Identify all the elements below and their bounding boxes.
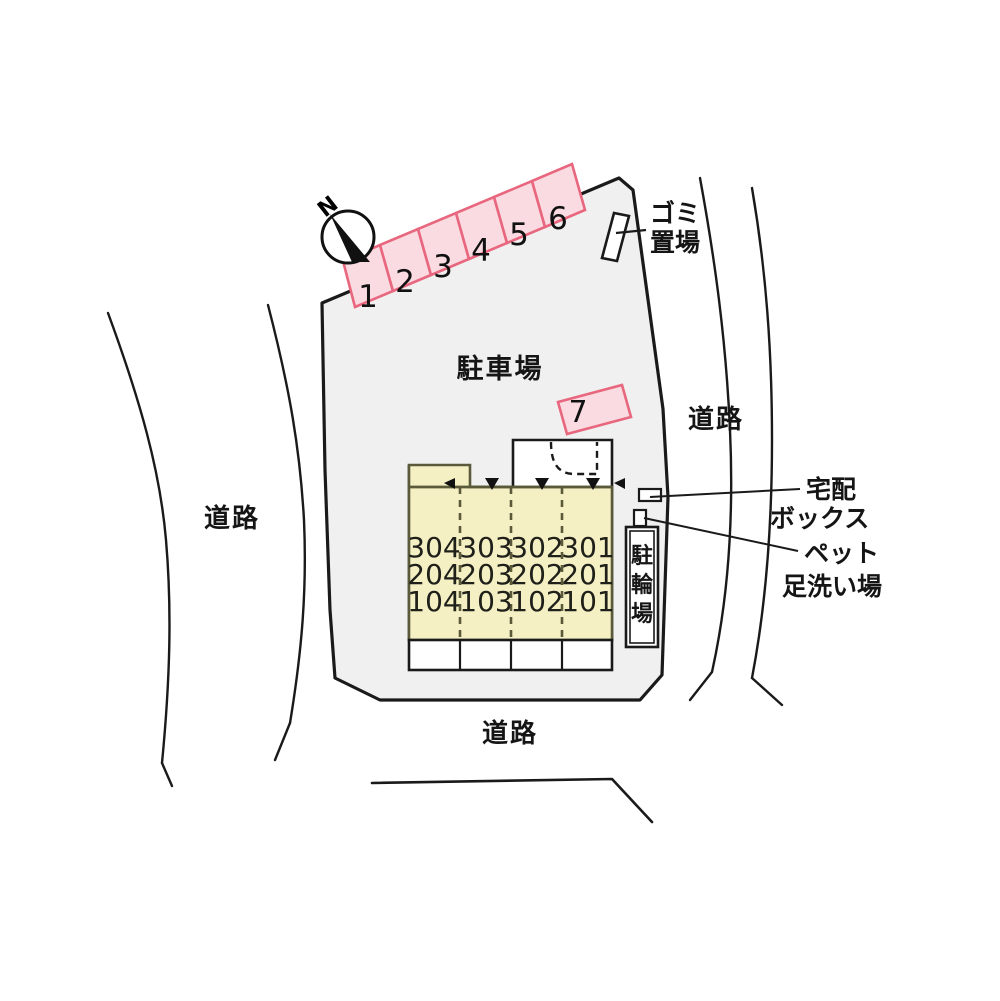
- trash-area-group[interactable]: ゴミ 置場: [600, 199, 700, 263]
- unit-204: 204: [407, 558, 460, 591]
- delivery-box-group[interactable]: 宅配 ボックス: [637, 475, 869, 533]
- west-road-outer-line: [106, 311, 171, 765]
- trash-label-line1: ゴミ: [650, 199, 700, 228]
- parking-stall-2-number: 2: [395, 264, 415, 300]
- bicycle-parking-char-1: 駐: [631, 543, 653, 569]
- parking-stall-7[interactable]: 7: [556, 383, 633, 436]
- east-road-outer-line: [750, 186, 774, 680]
- unit-203: 203: [459, 558, 512, 591]
- unit-302: 302: [510, 531, 563, 564]
- bicycle-parking-box-inner: [629, 530, 655, 644]
- parking-stall-6-number: 6: [548, 201, 568, 237]
- entrance-arrow-down-1: [485, 478, 499, 490]
- unit-104: 104: [407, 585, 460, 618]
- parking-stall-3-number: 3: [433, 249, 453, 285]
- parking-stall-5-number: 5: [509, 217, 529, 253]
- delivery-box-shape: [637, 487, 663, 503]
- bicycle-parking-char-2: 輪: [631, 572, 654, 598]
- west-road-kink-lower: [273, 721, 292, 762]
- bicycle-parking-char-3: 場: [631, 602, 653, 627]
- parking-area-label: 駐車場: [457, 354, 544, 385]
- south-road-lines: [370, 777, 654, 824]
- compass-needle-icon: [330, 214, 370, 262]
- west-road-outer-kink: [160, 761, 174, 788]
- parking-stall-6[interactable]: 6: [530, 162, 587, 237]
- east-road-kink-lower: [688, 670, 714, 702]
- parking-stall-7-number: 7: [568, 395, 587, 430]
- entrance-arrow-down-2: [535, 478, 549, 490]
- unit-304: 304: [407, 531, 460, 564]
- south-road-line: [370, 777, 654, 824]
- unit-303: 303: [459, 531, 512, 564]
- unit-201: 201: [561, 558, 614, 591]
- delivery-box-label-line1: 宅配: [806, 475, 856, 504]
- unit-number-grid: 304 303 302 301 204 203 202 201 104 103 …: [407, 531, 614, 618]
- pet-wash-group[interactable]: ペット 足洗い場: [632, 508, 882, 601]
- east-road-lines: [688, 176, 784, 707]
- west-road-lines: [106, 303, 307, 788]
- parking-stall-3[interactable]: 3: [416, 211, 471, 285]
- bicycle-parking-group[interactable]: 駐 輪 場: [624, 525, 660, 649]
- parking-stall-6-shape: [530, 162, 587, 229]
- parking-stall-7-shape: [556, 383, 633, 436]
- pet-wash-label-line1: ペット: [804, 539, 879, 568]
- entrance-arrow-left-outer: [444, 478, 455, 489]
- unit-301: 301: [561, 531, 614, 564]
- east-road-inner-line: [698, 176, 733, 674]
- unit-101: 101: [561, 585, 614, 618]
- entrance-arrow-down-3: [586, 478, 600, 490]
- east-road-outer-kink: [750, 676, 784, 707]
- road-label-south: 道路: [482, 718, 538, 749]
- parking-stall-4-number: 4: [471, 233, 491, 269]
- trash-area-box: [600, 211, 631, 263]
- road-label-west: 道路: [204, 503, 260, 534]
- delivery-box-leader-line: [649, 488, 801, 498]
- entrance-arrow-right-outer: [614, 478, 625, 489]
- delivery-box-label-line2: ボックス: [770, 504, 869, 533]
- pet-wash-label-line2: 足洗い場: [782, 572, 882, 601]
- building-stair-dashed: [549, 441, 599, 476]
- west-road-inner-line: [266, 303, 307, 725]
- parking-stall-1-number: 1: [358, 279, 378, 315]
- apartment-building-group: 304 303 302 301 204 203 202 201 104 103 …: [407, 438, 625, 672]
- unit-202: 202: [510, 558, 563, 591]
- trash-label-line2: 置場: [650, 228, 700, 257]
- unit-103: 103: [459, 585, 512, 618]
- compass-rose-group: N: [313, 192, 376, 265]
- unit-102: 102: [510, 585, 563, 618]
- trash-leader-line: [615, 228, 647, 235]
- balcony-strip: [407, 638, 614, 672]
- parking-stall-row: 1 2 3 4 5: [341, 162, 587, 315]
- pet-wash-leader-line: [643, 517, 799, 552]
- road-label-east: 道路: [688, 404, 744, 435]
